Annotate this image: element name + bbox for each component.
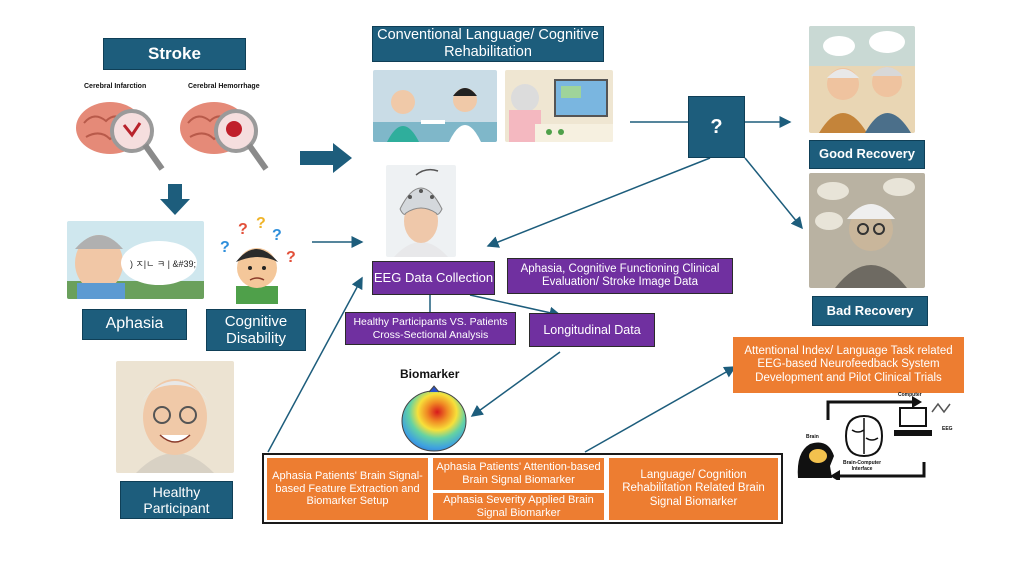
bci-interface-label: Brain-Computer Interface xyxy=(842,460,882,472)
cerebral-infarction-label: Cerebral Infarction xyxy=(84,83,147,90)
conventional-rehab-title: Conventional Language/ Cognitive Rehabil… xyxy=(372,26,604,62)
aphasia-label: Aphasia xyxy=(82,309,187,340)
attention-biomarker-box: Aphasia Patients' Attention-based Brain … xyxy=(433,458,604,490)
cognitive-disability-label: Cognitive Disability xyxy=(206,309,306,351)
arrow-question-to-eeg xyxy=(486,157,711,248)
bci-diagram-image xyxy=(797,396,951,480)
svg-text:?: ? xyxy=(220,239,230,256)
healthy-participant-image xyxy=(116,361,234,473)
good-recovery-image xyxy=(809,26,915,133)
svg-text:?: ? xyxy=(272,227,282,244)
block-arrow-right xyxy=(300,143,352,173)
eeg-data-collection-box: EEG Data Collection xyxy=(372,261,495,295)
arrow-longitudinal-to-biomarker xyxy=(470,351,561,417)
bci-computer-label: Computer xyxy=(898,392,922,398)
bci-eeg-label: EEG xyxy=(942,426,953,432)
brain-topomap-image xyxy=(401,385,467,452)
biomarker-label: Biomarker xyxy=(400,367,460,381)
bad-recovery-image xyxy=(809,173,925,288)
aphasia-patient-image: ) ㅈ|ㄴ ㅋ | &#39; xyxy=(67,221,204,299)
rehab-biomarker-box: Language/ Cognition Rehabilitation Relat… xyxy=(609,458,778,520)
good-recovery-label: Good Recovery xyxy=(809,140,925,169)
arrow-eeg-to-longitudinal xyxy=(469,294,562,319)
feature-extraction-box: Aphasia Patients' Brain Signal-based Fea… xyxy=(267,458,428,520)
severity-biomarker-box: Aphasia Severity Applied Brain Signal Bi… xyxy=(433,493,604,520)
cerebral-infarction-image xyxy=(76,102,165,171)
bad-recovery-label: Bad Recovery xyxy=(812,296,928,326)
aphasia-speech-text: ) ㅈ|ㄴ ㅋ | &#39; xyxy=(130,259,197,269)
therapy-session-image-1 xyxy=(373,70,497,142)
arrow-biomarkers-to-neurofeedback xyxy=(584,366,737,453)
neurofeedback-box: Attentional Index/ Language Task related… xyxy=(733,337,964,393)
confused-boy-image: ? ? ? ? ? xyxy=(220,215,296,304)
block-arrow-down xyxy=(160,184,190,215)
clinical-data-box: Aphasia, Cognitive Functioning Clinical … xyxy=(507,258,733,294)
stroke-title: Stroke xyxy=(103,38,246,70)
arrow-question-to-bad xyxy=(744,157,803,230)
healthy-participant-label: Healthy Participant xyxy=(120,481,233,519)
bci-brain-label: Brain xyxy=(806,434,819,440)
longitudinal-data-box: Longitudinal Data xyxy=(529,313,655,347)
svg-text:?: ? xyxy=(238,221,248,238)
cerebral-hemorrhage-label: Cerebral Hemorrhage xyxy=(188,83,260,90)
svg-text:?: ? xyxy=(256,215,266,232)
svg-text:?: ? xyxy=(286,249,296,266)
eeg-cap-image xyxy=(386,165,456,257)
therapy-session-image-2 xyxy=(505,70,613,142)
cerebral-hemorrhage-image xyxy=(180,102,269,171)
arrow-biomarkers-to-eeg xyxy=(267,276,363,453)
cross-sectional-box: Healthy Participants VS. Patients Cross-… xyxy=(345,312,516,345)
outcome-question-box: ? xyxy=(688,96,745,158)
